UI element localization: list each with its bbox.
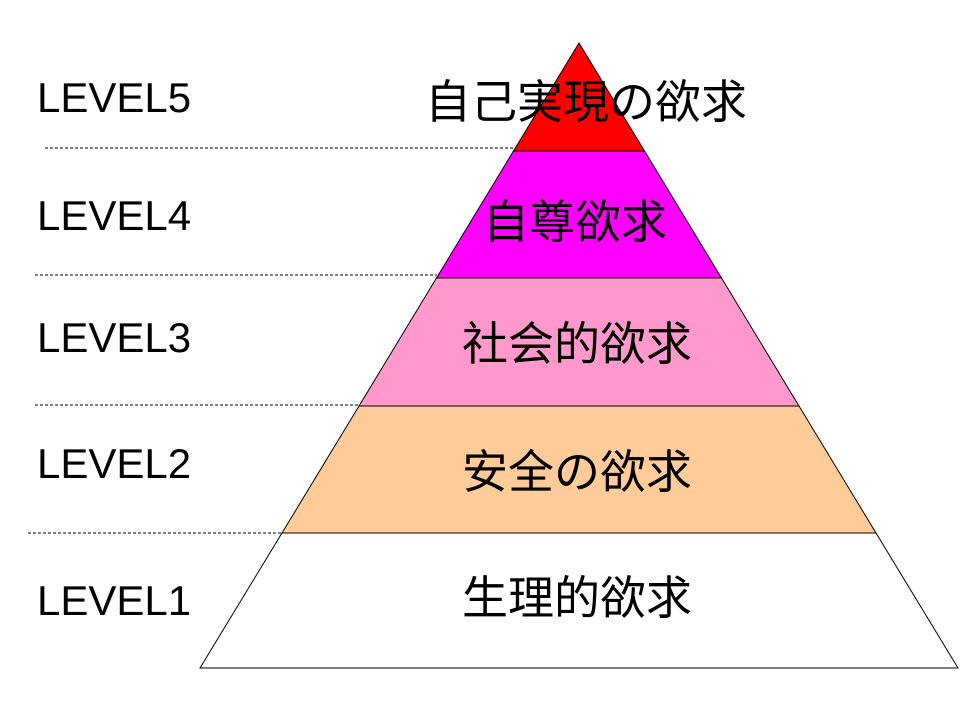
need-label: 自己実現の欲求 xyxy=(425,75,747,129)
level-label: LEVEL5 xyxy=(37,74,191,121)
need-label: 自尊欲求 xyxy=(483,195,667,249)
level-label: LEVEL3 xyxy=(37,314,191,361)
level-label: LEVEL4 xyxy=(37,192,191,239)
level-label: LEVEL2 xyxy=(37,440,191,487)
need-label: 安全の欲求 xyxy=(462,445,692,499)
level-label: LEVEL1 xyxy=(37,577,191,624)
need-label: 社会的欲求 xyxy=(462,317,692,371)
need-label: 生理的欲求 xyxy=(462,571,692,625)
pyramid-tier-level1 xyxy=(199,532,959,669)
